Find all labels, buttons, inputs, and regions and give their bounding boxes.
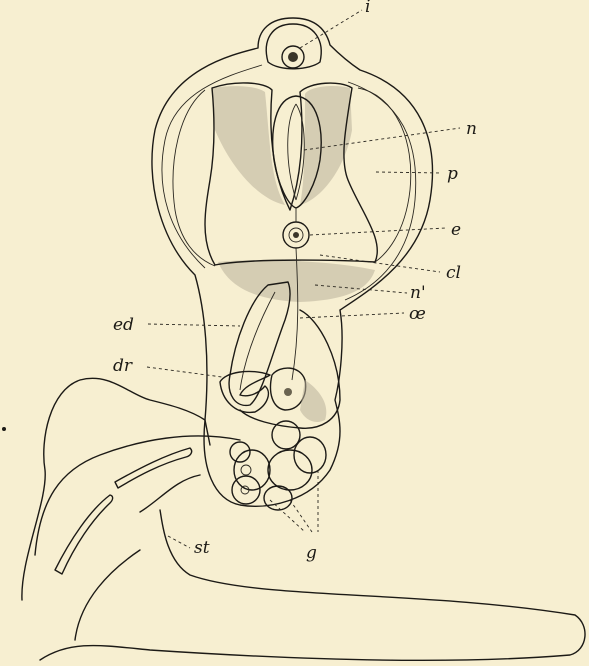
label-ed: ed [113, 315, 134, 335]
label-e: e [451, 220, 461, 240]
label-i: i [365, 0, 370, 17]
label-st: st [194, 538, 210, 558]
slit-lower [55, 495, 113, 574]
leader-dr [147, 367, 222, 377]
leader-g-1 [270, 500, 305, 532]
label-n-prime: n' [410, 283, 426, 303]
oe-granule [284, 388, 292, 396]
leader-ed [148, 324, 240, 326]
oral-sucker-core [288, 52, 298, 62]
ventral-sucker-core [293, 232, 299, 238]
label-dr: dr [113, 356, 133, 376]
label-oe: œ [409, 304, 426, 324]
margin-dot [2, 427, 6, 431]
lower-shading [300, 380, 326, 422]
label-n: n [466, 119, 477, 139]
label-p: p [447, 164, 458, 184]
leader-i [300, 10, 362, 48]
ejaculatory-duct-ed [229, 282, 290, 405]
leader-st [168, 536, 190, 548]
leader-oe [300, 313, 404, 318]
gonad-cluster [230, 421, 326, 510]
lobe-shading [212, 86, 375, 302]
host-outline [22, 378, 585, 660]
leader-g-2 [290, 500, 312, 532]
label-g: g [306, 543, 317, 563]
label-cl: cl [446, 263, 461, 283]
gland-dr [220, 371, 270, 412]
leader-e [310, 228, 446, 235]
